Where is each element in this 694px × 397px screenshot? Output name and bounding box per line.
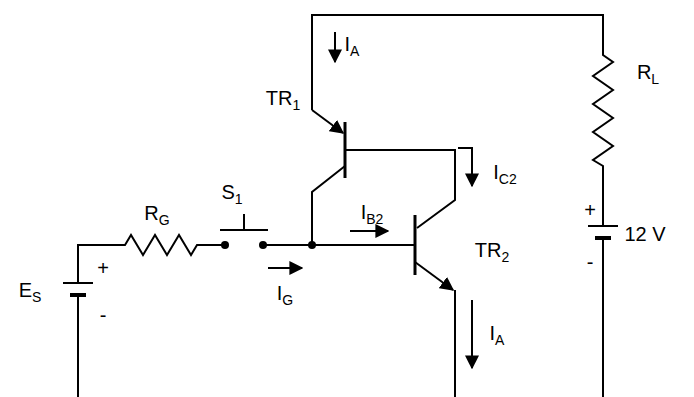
resistor-label: RG (144, 203, 169, 223)
wire (78, 245, 115, 283)
wire (77, 295, 79, 397)
switch-label: S1 (221, 182, 242, 202)
main-text: I (361, 201, 367, 223)
main-text: I (345, 33, 351, 55)
junction-dot (308, 241, 316, 249)
main-text: I (277, 282, 283, 304)
voltage-label: 12 V (624, 224, 665, 244)
transistor-emitter (415, 262, 453, 290)
current-label: IB2 (361, 202, 384, 222)
main-text: R (144, 202, 158, 224)
subscript: A (495, 332, 504, 348)
transistor-label: TR2 (475, 240, 509, 260)
polarity-sign: + (584, 200, 596, 220)
polarity-sign: - (587, 252, 594, 272)
subscript: L (651, 71, 659, 87)
switch-contact (221, 241, 229, 249)
wire (454, 290, 456, 397)
transistor-label: TR1 (266, 88, 300, 108)
current-arrow (350, 230, 388, 232)
current-arrow (471, 300, 473, 368)
subscript: 1 (235, 191, 243, 207)
resistor-symbol (593, 40, 613, 226)
source-label: ES (19, 280, 42, 300)
battery-plate (63, 282, 93, 284)
wire (266, 244, 415, 246)
subscript: G (159, 212, 170, 228)
transistor-collector (312, 166, 345, 245)
current-label: IG (277, 283, 293, 303)
subscript: 2 (501, 249, 509, 265)
main-text: TR (266, 87, 293, 109)
subscript: A (350, 43, 359, 59)
polarity-sign: - (100, 305, 107, 325)
subscript: 1 (292, 97, 300, 113)
main-text: S (221, 181, 234, 203)
transistor-emitter (312, 110, 343, 133)
resistor-label: RL (637, 62, 659, 82)
main-text: R (637, 61, 651, 83)
main-text: TR (475, 239, 502, 261)
main-text: I (493, 161, 499, 183)
polarity-sign: + (97, 258, 109, 278)
wire (345, 150, 455, 228)
wire (312, 15, 603, 110)
current-arrow (268, 267, 302, 269)
current-label: IC2 (493, 162, 516, 182)
current-label: IA (345, 34, 360, 54)
battery-plate (588, 225, 618, 227)
switch-contact (259, 241, 267, 249)
current-label: IA (490, 323, 505, 343)
switch-button (243, 214, 245, 230)
wire (602, 238, 604, 397)
subscript: C2 (499, 171, 517, 187)
subscript: S (32, 289, 41, 305)
main-text: I (490, 322, 496, 344)
current-arrow (334, 32, 336, 62)
main-text: E (19, 279, 32, 301)
current-arrow (458, 148, 472, 186)
resistor-symbol (115, 235, 222, 255)
subscript: G (282, 292, 293, 308)
subscript: B2 (366, 211, 383, 227)
